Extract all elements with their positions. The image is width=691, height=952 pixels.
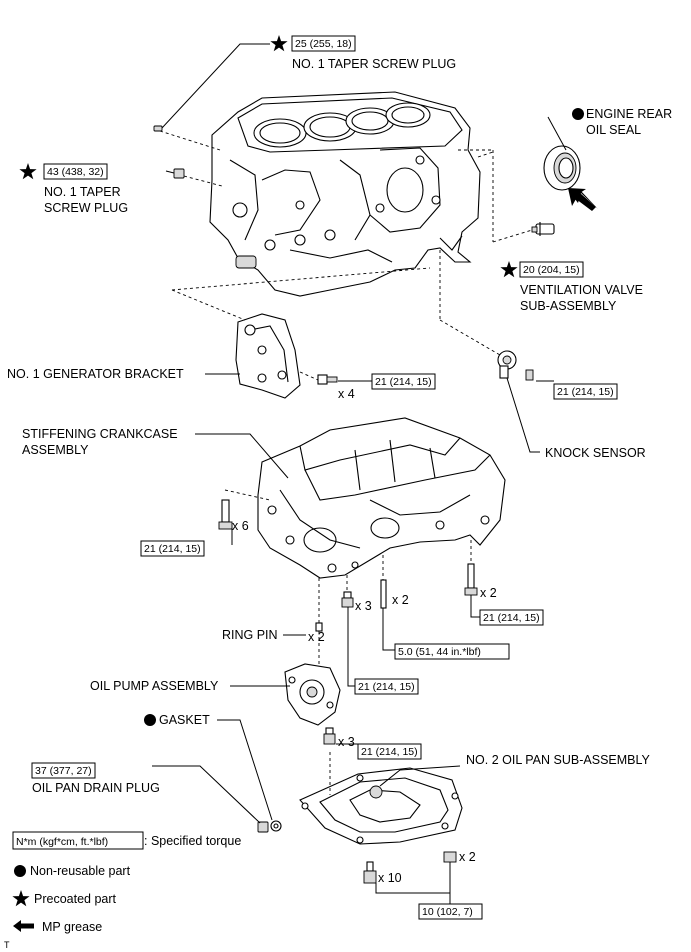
legend-torque-text: : Specified torque	[144, 834, 241, 848]
qty-ring-pin: x 2	[308, 630, 325, 644]
oil-pan-top-bolt-part	[323, 727, 336, 745]
precoated-star-icon	[270, 35, 288, 52]
oil-pan-illustration	[299, 728, 463, 845]
mp-grease-arrow-icon	[568, 188, 598, 211]
generator-bracket-bolt-part	[299, 371, 338, 385]
torque-oil-pump-bolt: 21 (214, 15)	[358, 681, 415, 693]
ventilation-valve-part	[458, 149, 555, 243]
torque-stud-bolt: 5.0 (51, 44 in.*lbf)	[398, 646, 481, 658]
label-stiffening-line2: ASSEMBLY	[22, 443, 89, 457]
legend-precoated: Precoated part	[34, 892, 117, 906]
taper-screw-plug-top-part	[153, 125, 221, 151]
drain-plug-part	[257, 820, 282, 833]
torque-drain-plug: 37 (377, 27)	[35, 765, 92, 777]
qty-generator-bracket-bolt: x 4	[338, 387, 355, 401]
legend-non-reusable: Non-reusable part	[30, 864, 131, 878]
legend-dot-icon	[14, 865, 26, 877]
label-taper-plug-left-line2: SCREW PLUG	[44, 201, 128, 215]
crankcase-mid-bolt-part	[341, 575, 354, 608]
label-ring-pin: RING PIN	[222, 628, 278, 642]
label-gasket: GASKET	[159, 713, 210, 727]
label-generator-bracket: NO. 1 GENERATOR BRACKET	[7, 367, 184, 381]
torque-crankcase-right-bolt: 21 (214, 15)	[483, 612, 540, 624]
legend-arrow-icon	[13, 920, 34, 932]
qty-crankcase-mid-bolt: x 3	[355, 599, 372, 613]
cylinder-block-illustration	[209, 91, 481, 297]
generator-bracket-illustration	[171, 267, 431, 399]
label-knock-sensor: KNOCK SENSOR	[545, 446, 646, 460]
label-rear-oil-seal-line1: ENGINE REAR	[586, 107, 672, 121]
torque-taper-plug-left: 43 (438, 32)	[47, 166, 104, 178]
label-taper-plug-top: NO. 1 TAPER SCREW PLUG	[292, 57, 456, 71]
oil-pan-bolt-right-part	[443, 851, 457, 863]
corner-mark: T	[4, 940, 10, 950]
non-reusable-dot-icon	[144, 714, 156, 726]
leader-lines	[152, 43, 567, 904]
qty-crankcase-right-bolt: x 2	[480, 586, 497, 600]
crankcase-right-bolt-part	[464, 540, 478, 596]
legend-star-icon	[12, 890, 30, 907]
crankcase-left-bolt-part	[218, 499, 233, 530]
label-taper-plug-left-line1: NO. 1 TAPER	[44, 185, 121, 199]
knock-sensor-illustration	[439, 250, 534, 381]
taper-screw-plug-left-part	[173, 168, 223, 187]
stiffening-crankcase-illustration	[224, 417, 506, 579]
qty-oil-pan-bolt-left: x 10	[378, 871, 402, 885]
torque-ventilation-valve: 20 (204, 15)	[523, 264, 580, 276]
legend-mp-grease: MP grease	[42, 920, 102, 934]
torque-taper-plug-top: 25 (255, 18)	[295, 38, 352, 50]
stud-bolt-part	[380, 555, 387, 609]
oil-pump-illustration	[284, 631, 341, 726]
oil-pan-bolt-left-part	[363, 861, 377, 884]
precoated-star-icon	[500, 261, 518, 278]
label-drain-plug: OIL PAN DRAIN PLUG	[32, 781, 160, 795]
torque-oil-pan-bottom-bolt: 10 (102, 7)	[422, 906, 473, 918]
legend: N*m (kgf*cm, ft.*lbf) : Specified torque…	[12, 834, 241, 934]
label-rear-oil-seal-line2: OIL SEAL	[586, 123, 641, 137]
label-ventilation-valve-line2: SUB-ASSEMBLY	[520, 299, 617, 313]
qty-stud-bolt: x 2	[392, 593, 409, 607]
label-oil-pump: OIL PUMP ASSEMBLY	[90, 679, 219, 693]
torque-crankcase-left-bolt: 21 (214, 15)	[144, 543, 201, 555]
qty-oil-pan-top-bolt: x 3	[338, 735, 355, 749]
label-ventilation-valve-line1: VENTILATION VALVE	[520, 283, 643, 297]
precoated-star-icon	[19, 163, 37, 180]
engine-rear-oil-seal-part	[477, 145, 581, 191]
non-reusable-dot-icon	[572, 108, 584, 120]
label-stiffening-line1: STIFFENING CRANKCASE	[22, 427, 178, 441]
legend-torque-box-label: N*m (kgf*cm, ft.*lbf)	[16, 836, 108, 848]
torque-oil-pan-top-bolt: 21 (214, 15)	[361, 746, 418, 758]
label-oil-pan: NO. 2 OIL PAN SUB-ASSEMBLY	[466, 753, 651, 767]
torque-boxes	[12, 35, 618, 920]
torque-generator-bracket-bolt: 21 (214, 15)	[375, 376, 432, 388]
qty-oil-pan-bolt-right: x 2	[459, 850, 476, 864]
ring-pin-part	[315, 578, 323, 632]
torque-knock-sensor-bolt: 21 (214, 15)	[557, 386, 614, 398]
qty-crankcase-left-bolt: x 6	[232, 519, 249, 533]
